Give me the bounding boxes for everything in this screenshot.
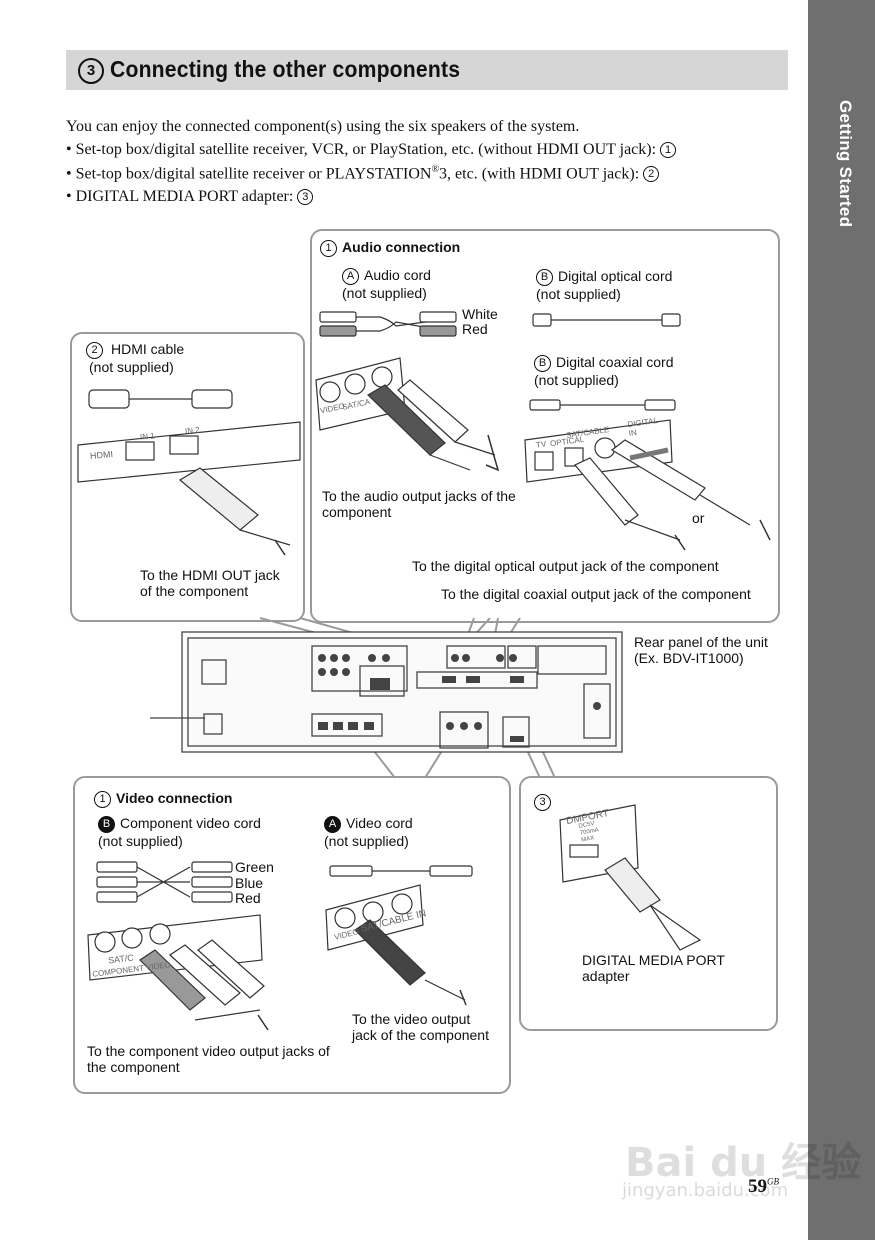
- video-num: 1: [94, 791, 111, 808]
- ref-3: 3: [297, 189, 314, 205]
- side-tab-label: Getting Started: [836, 100, 855, 228]
- watermark-url: jingyan.baidu.com: [622, 1180, 789, 1201]
- coaxial-output-label: To the digital coaxial output jack of th…: [441, 586, 751, 602]
- ref-1: 1: [660, 142, 677, 158]
- panel-tv-label: TV: [535, 439, 547, 450]
- video-connection-box: [73, 776, 511, 1094]
- blue-label: Blue: [235, 875, 264, 891]
- audio-output-label: To the audio output jacks of the compone…: [322, 488, 516, 520]
- hdmi-num: 2: [86, 342, 103, 359]
- component-output-label: To the component video output jacks of t…: [87, 1043, 330, 1075]
- green-label: Green: [235, 859, 274, 875]
- intro-bullet-2: • Set-top box/digital satellite receiver…: [66, 164, 660, 183]
- red-label-video: Red: [235, 890, 261, 906]
- intro-bullet-3: • DIGITAL MEDIA PORT adapter: 3: [66, 188, 314, 206]
- rear-panel-label: Rear panel of the unit (Ex. BDV-IT1000): [634, 634, 768, 666]
- adapter-label: DIGITAL MEDIA PORT adapter: [582, 952, 725, 984]
- audio-connection-box: [310, 229, 780, 623]
- page-number: 59GB: [748, 1176, 779, 1197]
- dmport-num-label: 3: [534, 793, 556, 811]
- watermark-logo: Bai du 经验: [625, 1140, 862, 1186]
- intro-bullet-1: • Set-top box/digital satellite receiver…: [66, 141, 677, 159]
- red-label: Red: [462, 321, 488, 337]
- optical-output-label: To the digital optical output jack of th…: [412, 558, 719, 574]
- hdmi-output-label: To the HDMI OUT jack of the component: [140, 567, 280, 599]
- panel-hdmi-label: HDMI: [89, 449, 114, 461]
- dmport-num: 3: [534, 794, 551, 811]
- ref-2: 2: [643, 166, 660, 183]
- audio-num: 1: [320, 240, 337, 257]
- panel-in1-label: IN 1: [139, 431, 156, 442]
- intro-line: You can enjoy the connected component(s)…: [66, 118, 580, 135]
- video-output-label: To the video output jack of the componen…: [352, 1011, 489, 1043]
- panel-in2-label: IN 2: [184, 425, 201, 436]
- white-label: White: [462, 306, 498, 322]
- rear-panel-unit: [150, 631, 623, 753]
- section-title: Connecting the other components: [110, 56, 461, 82]
- section-number: 3: [78, 58, 104, 84]
- section-title-bar: [66, 50, 788, 90]
- panel-dcv-label: DC5V 700mA MAX: [578, 820, 600, 844]
- side-tab: [808, 0, 875, 1240]
- or-label: or: [692, 510, 705, 526]
